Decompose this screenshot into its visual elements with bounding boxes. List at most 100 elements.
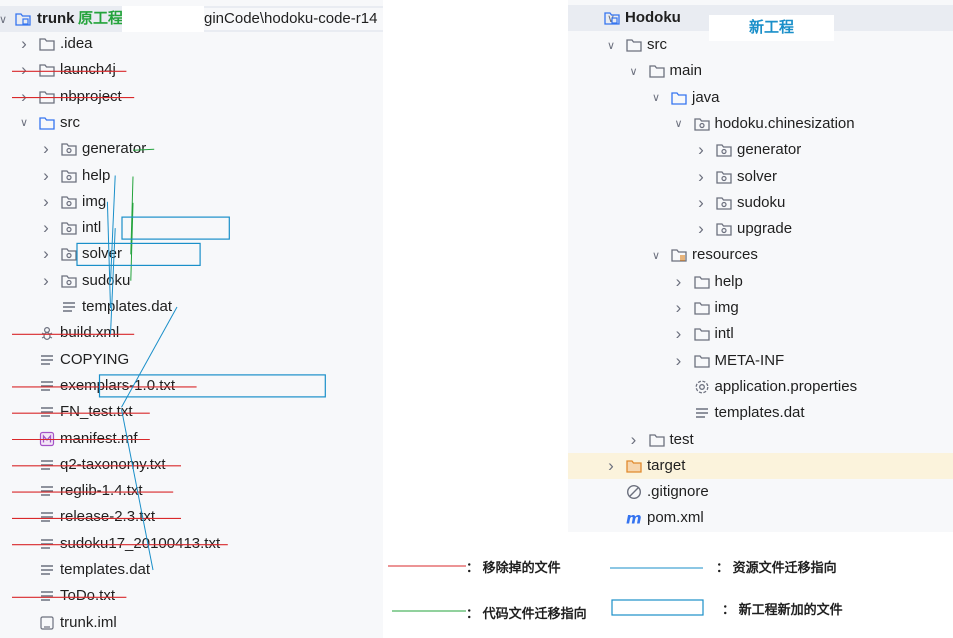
- chevron-down-icon[interactable]: ∨: [606, 39, 616, 52]
- chevron-down-icon[interactable]: ∨: [651, 92, 661, 105]
- chevron-right-icon[interactable]: ›: [698, 219, 704, 239]
- package-icon: [60, 245, 78, 263]
- chevron-down-icon[interactable]: ∨: [629, 65, 638, 78]
- left-item-sudoku[interactable]: ›sudoku: [0, 268, 383, 294]
- item-label: main: [669, 62, 703, 80]
- right-item-generator[interactable]: ›generator: [568, 137, 953, 163]
- right-item-test[interactable]: ›test: [568, 427, 953, 453]
- chevron-right-icon[interactable]: ›: [675, 271, 682, 291]
- right-item-upgrade[interactable]: ›upgrade: [568, 216, 953, 242]
- chevron-right-icon[interactable]: ›: [698, 166, 704, 186]
- chevron-right-icon[interactable]: ›: [698, 192, 704, 212]
- left-item-q2-taxonomy-txt[interactable]: q2-taxonomy.txt: [0, 452, 383, 478]
- chevron-right-icon[interactable]: ›: [630, 429, 637, 449]
- chevron-right-icon[interactable]: ›: [698, 140, 704, 160]
- right-item-gitignore[interactable]: .gitignore: [568, 479, 953, 505]
- legend-new-file-sample: [611, 599, 704, 616]
- iml-file-icon: [38, 614, 56, 632]
- right-item-img[interactable]: ›img: [568, 295, 953, 321]
- manifest-icon: [38, 430, 56, 448]
- left-item-todo-txt[interactable]: ToDo.txt: [0, 583, 383, 609]
- chevron-right-icon[interactable]: ›: [675, 350, 682, 370]
- right-item-application-properties[interactable]: application.properties: [568, 374, 953, 400]
- right-item-help[interactable]: ›help: [568, 269, 953, 295]
- left-item-img[interactable]: › img: [0, 189, 383, 215]
- left-item-reglib-1-4-txt[interactable]: reglib-1.4.txt: [0, 478, 383, 504]
- right-item-solver[interactable]: › solver: [568, 164, 953, 190]
- module-folder-icon: [603, 9, 621, 27]
- package-icon: [715, 194, 733, 212]
- left-item-manifest-mf[interactable]: manifest.mf: [0, 426, 383, 452]
- item-label: exemplars-1.0.txt: [60, 376, 176, 394]
- left-item-help[interactable]: ›help: [0, 163, 383, 189]
- right-item-intl[interactable]: ›intl: [568, 321, 953, 347]
- left-item-nbproject[interactable]: ›nbproject: [0, 84, 383, 110]
- left-item-exemplars-1-0-txt[interactable]: exemplars-1.0.txt: [0, 373, 383, 399]
- right-item-main[interactable]: ∨ main: [568, 58, 953, 84]
- left-item-launch4j[interactable]: ›launch4j: [0, 57, 383, 83]
- item-label: .gitignore: [647, 483, 709, 501]
- right-item-target[interactable]: ›target: [568, 452, 953, 479]
- left-item-idea[interactable]: › .idea: [0, 31, 383, 57]
- chevron-right-icon[interactable]: ›: [675, 324, 682, 344]
- left-item-fn-test-txt[interactable]: FN_test.txt: [0, 399, 383, 425]
- item-label: .idea: [60, 35, 93, 52]
- item-label: sudoku: [737, 193, 786, 211]
- gitignore-icon: [625, 483, 643, 501]
- svg-text:m: m: [626, 510, 642, 528]
- chevron-right-icon[interactable]: ›: [608, 455, 614, 475]
- legend-code-move-label: ： 代码文件迁移指向: [466, 606, 587, 621]
- item-label: hodoku.chinesization: [714, 114, 855, 132]
- right-item-sudoku[interactable]: › sudoku: [568, 190, 953, 216]
- item-label: src: [60, 113, 80, 131]
- chevron-down-icon[interactable]: ∨: [606, 12, 616, 25]
- left-item-build-xml[interactable]: build.xml: [0, 320, 383, 346]
- left-item-trunk-iml[interactable]: trunk.iml: [0, 610, 383, 636]
- right-item-resources[interactable]: ∨ resources: [568, 242, 953, 268]
- maven-icon: m: [625, 509, 643, 528]
- left-item-copying[interactable]: COPYING: [0, 347, 383, 373]
- chevron-down-icon[interactable]: ∨: [19, 117, 29, 130]
- left-item-templates-dat[interactable]: templates.dat: [0, 557, 383, 583]
- right-item-java[interactable]: ∨java: [568, 85, 953, 111]
- item-label: build.xml: [60, 324, 120, 342]
- right-item-src[interactable]: ∨src: [568, 32, 953, 58]
- chevron-down-icon[interactable]: ∨: [651, 249, 661, 262]
- item-label: resources: [692, 246, 758, 264]
- original-project-tag: 原工程: [78, 10, 124, 27]
- right-item-meta-inf[interactable]: ›META-INF: [568, 348, 953, 374]
- left-item-templates-dat[interactable]: templates.dat: [0, 294, 383, 320]
- chevron-down-icon[interactable]: ∨: [674, 118, 683, 131]
- chevron-down-icon[interactable]: ∨: [0, 13, 8, 26]
- left-item-intl[interactable]: ›intl: [0, 215, 383, 241]
- chevron-right-icon[interactable]: ›: [21, 86, 27, 106]
- redaction-box: [122, 6, 204, 32]
- new-project-tag: 新工程: [709, 15, 834, 41]
- text-file-icon: [38, 482, 56, 500]
- legend-resource-move-label: ： 资源文件迁移指向: [716, 560, 837, 575]
- chevron-right-icon[interactable]: ›: [43, 244, 49, 264]
- folder-icon: [625, 36, 643, 54]
- right-item-templates-dat[interactable]: templates.dat: [568, 400, 953, 426]
- item-label: img: [82, 192, 107, 210]
- left-item-release-2-3-txt[interactable]: release-2.3.txt: [0, 504, 383, 530]
- chevron-right-icon[interactable]: ›: [43, 139, 49, 159]
- chevron-right-icon[interactable]: ›: [675, 298, 682, 317]
- package-icon: [715, 141, 733, 159]
- left-item-generator[interactable]: ›generator: [0, 136, 383, 162]
- left-item-sudoku17-20100413-txt[interactable]: sudoku17_20100413.txt: [0, 531, 383, 557]
- left-item-solver[interactable]: ›solver: [0, 241, 383, 267]
- item-label: solver: [737, 167, 778, 185]
- chevron-right-icon[interactable]: ›: [21, 34, 27, 53]
- chevron-right-icon[interactable]: ›: [43, 270, 49, 290]
- folder-icon: [38, 35, 56, 53]
- chevron-right-icon[interactable]: ›: [43, 191, 49, 211]
- chevron-right-icon[interactable]: ›: [43, 165, 49, 185]
- chevron-right-icon[interactable]: ›: [43, 218, 49, 238]
- folder-icon: [693, 352, 711, 370]
- package-icon: [60, 140, 78, 158]
- right-item-hodoku-chinesization[interactable]: ∨ hodoku.chinesization: [568, 111, 953, 137]
- chevron-right-icon[interactable]: ›: [21, 60, 27, 80]
- left-item-src[interactable]: ∨ src: [0, 110, 383, 136]
